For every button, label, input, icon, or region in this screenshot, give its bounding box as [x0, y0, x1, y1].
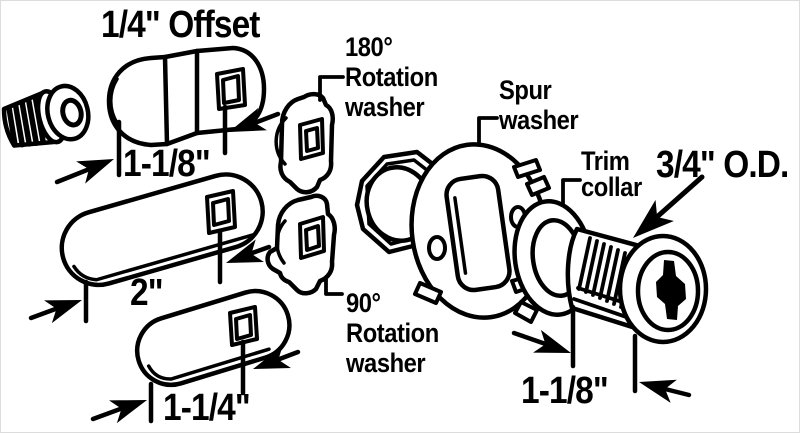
- leader-rotation-washer-180: [318, 75, 345, 102]
- label-line: 180°: [345, 32, 393, 62]
- dim-label-offset-cam: 1-1/8": [123, 143, 211, 185]
- label-outer-diameter: 3/4" O.D.: [656, 144, 789, 186]
- dim-label-cam-small: 1-1/4": [163, 387, 251, 429]
- dim-cam-small: [90, 339, 301, 424]
- label-line: washer: [499, 105, 579, 135]
- label-line: Trim: [581, 146, 630, 176]
- screw-hole: [60, 97, 84, 128]
- dim-label-cam-2: 2": [130, 272, 164, 314]
- dim-cylinder: [511, 304, 692, 403]
- label-spur-washer: Spur washer: [499, 75, 579, 135]
- dim-offset-cam: [54, 104, 281, 185]
- keyway-icon: [656, 260, 686, 320]
- cam-2-square-hole: [205, 189, 237, 235]
- cam-screw-drawing: [1, 83, 91, 148]
- label-offset-cam: 1/4" Offset: [101, 4, 260, 46]
- label-line: Spur: [499, 75, 552, 105]
- label-rotation-washer-90: 90° Rotation washer: [346, 288, 439, 378]
- leader-trim-collar: [561, 178, 582, 205]
- rotation-washer-180-drawing: [274, 91, 335, 195]
- dim-cam-2-inch: [28, 228, 272, 324]
- od-arrow: [633, 174, 705, 238]
- label-trim-collar: Trim collar: [581, 146, 642, 202]
- leader-spur-washer: [477, 116, 499, 147]
- rotation-washer-90-drawing: [265, 193, 337, 296]
- lock-cylinder-drawing: [565, 226, 709, 345]
- label-line: Rotation: [346, 318, 439, 348]
- leader-rotation-washer-90: [324, 276, 344, 296]
- label-line: 90°: [346, 288, 381, 318]
- cam-1-1-4-inch-drawing: [134, 288, 292, 388]
- label-line: washer: [345, 92, 425, 122]
- cam-small-square-hole: [228, 305, 259, 347]
- label-line: collar: [581, 172, 642, 202]
- dim-label-cylinder: 1-1/8": [521, 370, 609, 412]
- label-line: washer: [346, 348, 426, 378]
- label-rotation-washer-180: 180° Rotation washer: [345, 32, 438, 122]
- label-line: Rotation: [345, 62, 438, 92]
- cam-2-inch-drawing: [59, 172, 265, 288]
